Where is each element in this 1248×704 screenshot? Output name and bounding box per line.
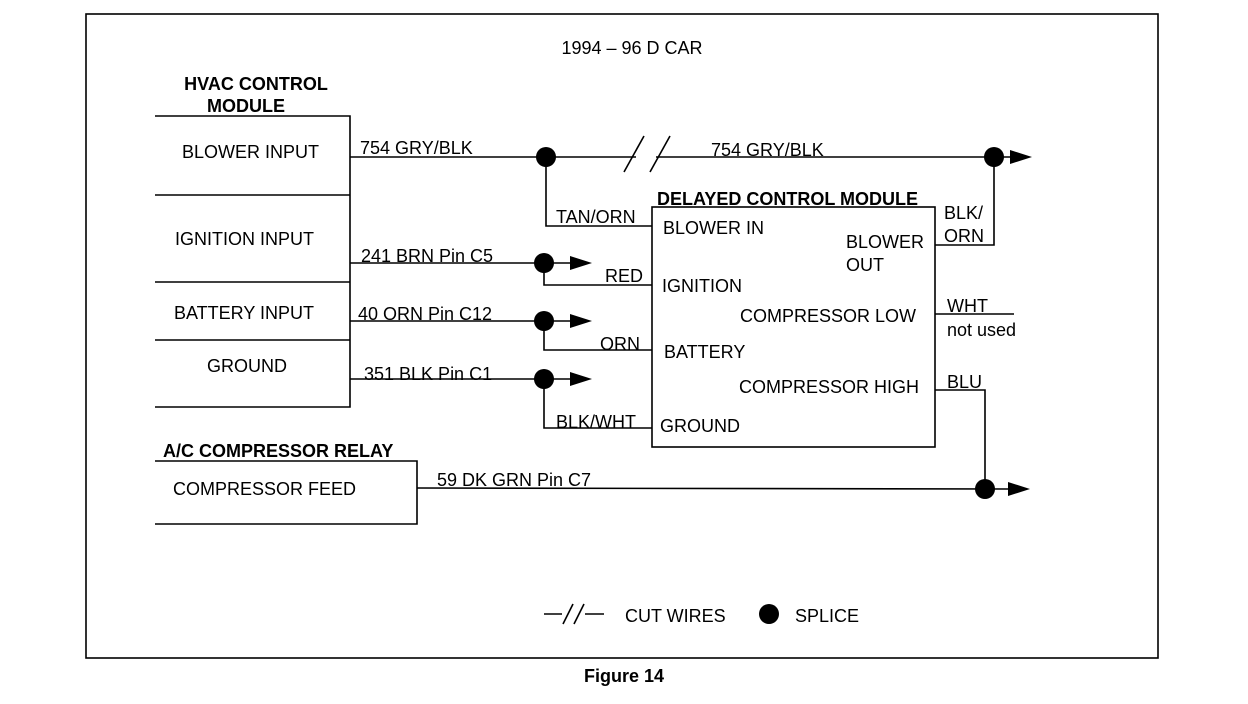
wire-blk-orn-path (935, 157, 995, 246)
wire-241-brn: 241 BRN Pin C5 RED (350, 246, 652, 286)
legend: CUT WIRES SPLICE (544, 603, 859, 626)
wire-blu-path (935, 389, 986, 489)
hvac-heading-line1: HVAC CONTROL (184, 74, 328, 94)
wire-tan-orn-label: TAN/ORN (556, 207, 636, 227)
diagram-title: 1994 – 96 D CAR (561, 38, 702, 58)
wire-40-label: 40 ORN Pin C12 (358, 304, 492, 324)
wire-blu-label: BLU (947, 372, 982, 392)
arrow-40 (570, 314, 592, 328)
wire-blu: BLU (935, 372, 986, 489)
wire-754-left-label: 754 GRY/BLK (360, 138, 473, 158)
hvac-ignition-input-label: IGNITION INPUT (175, 229, 314, 249)
arrow-59 (1008, 482, 1030, 496)
hvac-box-outline (155, 115, 351, 408)
splice-dot-59 (975, 479, 995, 499)
wire-59-dk-grn: 59 DK GRN Pin C7 (416, 470, 1030, 499)
dcm-blower-out-label-line1: BLOWER (846, 232, 924, 252)
wire-59-line (416, 487, 1011, 490)
wire-orn-path (543, 321, 652, 351)
cut-mark-2 (649, 135, 671, 173)
wire-wht-label: WHT (947, 296, 988, 316)
dcm-ignition-label: IGNITION (662, 276, 742, 296)
wire-241-label: 241 BRN Pin C5 (361, 246, 493, 266)
relay-compressor-feed-label: COMPRESSOR FEED (173, 479, 356, 499)
delayed-control-module: DELAYED CONTROL MODULE BLOWER IN IGNITIO… (651, 189, 936, 448)
wire-blk-orn-label-line1: BLK/ (944, 203, 983, 223)
dcm-compressor-high-label: COMPRESSOR HIGH (739, 377, 919, 397)
wire-blk-wht-path (543, 379, 652, 429)
hvac-heading-line2: MODULE (207, 96, 285, 116)
dcm-box (651, 206, 936, 448)
hvac-battery-input-label: BATTERY INPUT (174, 303, 314, 323)
figure-caption: Figure 14 (583, 666, 665, 686)
legend-splice-label: SPLICE (795, 606, 859, 626)
legend-cut-mark-2 (573, 603, 585, 625)
wire-red-label: RED (605, 266, 643, 286)
dcm-ground-label: GROUND (660, 416, 740, 436)
wire-tan-orn: TAN/ORN (545, 157, 652, 227)
wire-754-gry-blk: 754 GRY/BLK 754 GRY/BLK (350, 135, 1032, 173)
dcm-blower-in-label: BLOWER IN (663, 218, 764, 238)
hvac-ground-label: GROUND (207, 356, 287, 376)
relay-box-outline (155, 460, 418, 525)
wire-59-label: 59 DK GRN Pin C7 (437, 470, 591, 490)
wire-351-blk: 351 BLK Pin C1 BLK/WHT (350, 364, 652, 432)
arrow-241 (570, 256, 592, 270)
wire-blk-wht-label: BLK/WHT (556, 412, 636, 432)
dcm-heading: DELAYED CONTROL MODULE (657, 189, 918, 209)
diagram-frame (85, 13, 1159, 659)
dcm-compressor-low-label: COMPRESSOR LOW (740, 306, 916, 326)
dcm-blower-out-label-line2: OUT (846, 255, 884, 275)
legend-cut-mark-1 (562, 603, 574, 625)
hvac-blower-input-label: BLOWER INPUT (182, 142, 319, 162)
dcm-battery-label: BATTERY (664, 342, 745, 362)
wire-blk-orn-label-line2: ORN (944, 226, 984, 246)
wire-not-used-label: not used (947, 320, 1016, 340)
wire-40-orn: 40 ORN Pin C12 ORN (350, 304, 652, 354)
wire-tan-orn-path (545, 157, 652, 227)
wire-wht: WHT not used (935, 296, 1016, 340)
cut-mark-1 (623, 135, 645, 173)
relay-heading: A/C COMPRESSOR RELAY (163, 441, 393, 461)
legend-cut-wires-label: CUT WIRES (625, 606, 726, 626)
hvac-control-module: HVAC CONTROL MODULE BLOWER INPUT IGNITIO… (155, 74, 351, 408)
wire-blk-orn: BLK/ ORN (935, 157, 995, 246)
arrow-754-right (1010, 150, 1032, 164)
wire-351-label: 351 BLK Pin C1 (364, 364, 492, 384)
arrow-351 (570, 372, 592, 386)
ac-compressor-relay: A/C COMPRESSOR RELAY COMPRESSOR FEED (155, 441, 418, 525)
wire-red-path (543, 263, 652, 286)
wire-754-right-label: 754 GRY/BLK (711, 140, 824, 160)
legend-splice-dot (759, 604, 779, 624)
wire-orn-label: ORN (600, 334, 640, 354)
